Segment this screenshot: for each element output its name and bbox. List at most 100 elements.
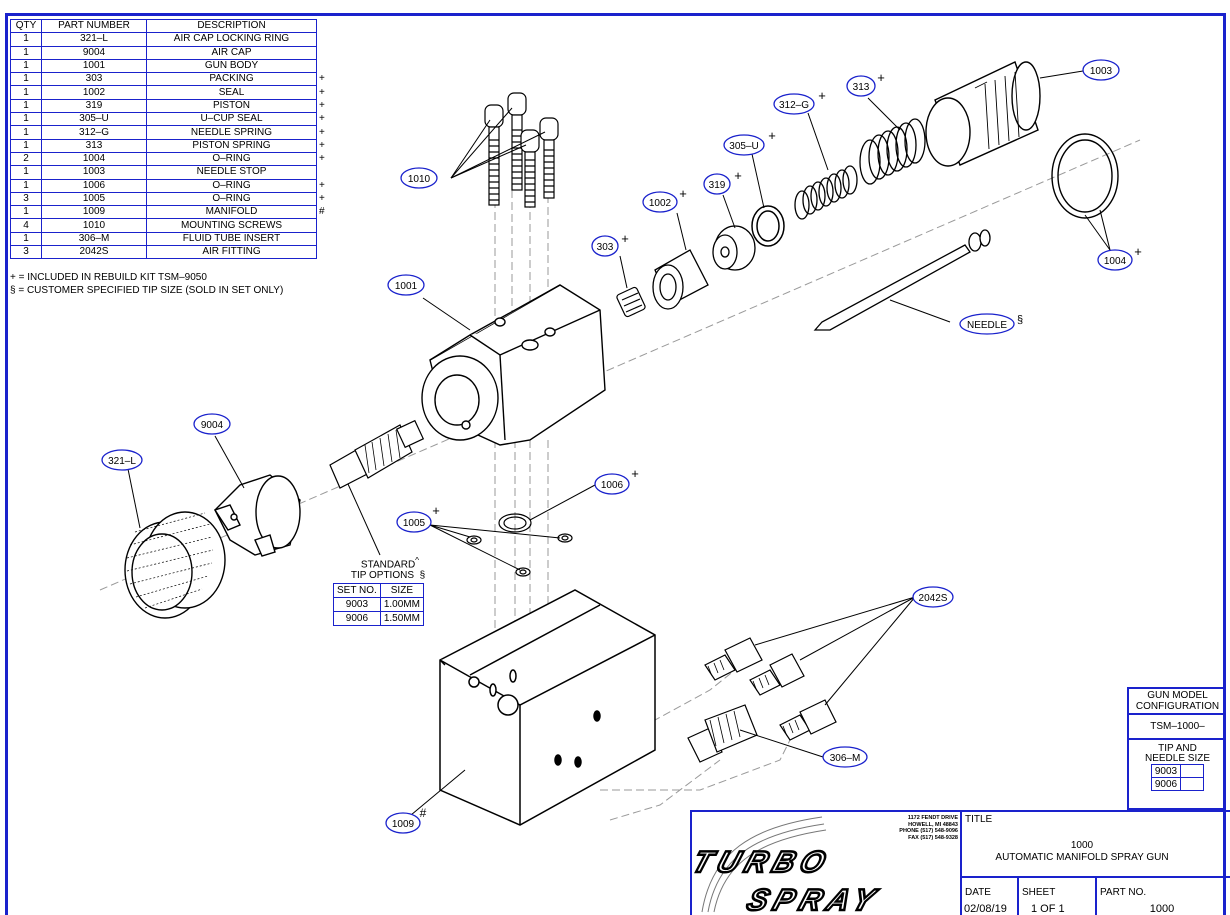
config-tip-checkbox[interactable] — [1180, 777, 1205, 791]
note-rebuild-kit: + = INCLUDED IN REBUILD KIT TSM–9050 — [10, 272, 207, 283]
tip-set: 9003 — [333, 597, 381, 612]
tip-size: 1.50MM — [379, 611, 424, 626]
bom-description: AIR FITTING — [146, 245, 317, 260]
config-tip-heading-1: TIP AND — [1158, 743, 1197, 754]
needle — [813, 229, 991, 331]
needle-stop-1003 — [925, 61, 1041, 167]
bom-kit-mark: + — [319, 126, 325, 138]
address-line: FAX (517) 548-9328 — [908, 834, 958, 841]
screw-4 — [539, 117, 559, 199]
tip-size: 1.00MM — [379, 597, 424, 612]
tip-options-table: SET NO. SIZE 9003 1.00MM 9006 1.50MM — [333, 583, 424, 626]
part-no-value: 1000 — [1149, 903, 1175, 915]
callout-312g-plus: + — [818, 88, 826, 103]
bom-kit-mark: + — [319, 139, 325, 151]
air-fitting-2 — [749, 653, 805, 696]
config-tip-table: 9003 9006 — [1150, 764, 1205, 791]
fluid-tip — [329, 419, 425, 489]
callout-1009-mark: # — [420, 806, 427, 820]
u-cup-305u — [751, 205, 785, 247]
callout-303-label: 303 — [597, 242, 614, 253]
callout-1005-plus: + — [432, 503, 440, 518]
address-line: HOWELL, MI 48843 — [908, 821, 958, 828]
manifold-1009 — [439, 589, 656, 826]
callout-1006-plus: + — [631, 466, 639, 481]
part-no-cell: PART NO. 1000 — [1095, 878, 1230, 915]
sheet-value: 1 OF 1 — [1031, 903, 1065, 915]
config-tip-checkbox[interactable] — [1180, 764, 1205, 778]
packing-303 — [616, 286, 646, 318]
screw-3 — [520, 129, 540, 208]
o-rings-lower — [466, 513, 573, 577]
callout-305u-plus: + — [768, 128, 776, 143]
tip-options-subtitle-text: TIP OPTIONS — [350, 570, 415, 581]
callout-1004-label: 1004 — [1104, 256, 1127, 267]
bom-kit-mark: # — [319, 206, 325, 218]
bom-description: AIR CAP — [146, 45, 317, 60]
locking-ring-321l — [124, 511, 226, 619]
callout-1002: 1002+ — [642, 186, 687, 213]
callout-2042s-label: 2042S — [919, 593, 948, 604]
tip-row: 9006 1.50MM — [333, 611, 424, 626]
callout-1009-label: 1009 — [392, 819, 415, 830]
config-heading-1: GUN MODEL — [1147, 690, 1208, 701]
tip-options-subtitle: TIP OPTIONS § — [333, 570, 443, 581]
callout-321l: 321–L — [101, 449, 143, 471]
tip-options-header: SET NO. SIZE — [333, 583, 424, 598]
title-number: 1000 — [1070, 840, 1094, 851]
callout-needle-label: NEEDLE — [967, 320, 1007, 331]
bom-header-part: PART NUMBER — [41, 18, 147, 34]
screw-1 — [484, 104, 504, 206]
bom-kit-mark: + — [319, 73, 325, 85]
bom-kit-mark: + — [319, 99, 325, 111]
fluid-tube-insert — [687, 704, 758, 763]
title-block: TURBO SPRAY 1172 FENDT DRIVE HOWELL, MI … — [690, 810, 1230, 915]
callout-1005-label: 1005 — [403, 518, 426, 529]
callout-306m-label: 306–M — [830, 753, 861, 764]
callout-1010: 1010 — [400, 167, 438, 189]
bom-kit-mark: + — [319, 86, 325, 98]
air-fitting-1 — [704, 637, 763, 681]
callout-needle-mark: § — [1017, 314, 1023, 326]
o-ring-1004 — [1051, 133, 1119, 219]
callout-1001-label: 1001 — [395, 281, 418, 292]
callout-1003-label: 1003 — [1090, 66, 1113, 77]
callout-1006-label: 1006 — [601, 480, 624, 491]
piston-319 — [712, 225, 756, 271]
bom-header-row: QTY PART NUMBER DESCRIPTION — [10, 18, 330, 34]
config-heading-2: CONFIGURATION — [1135, 701, 1220, 712]
config-tip-option: 9006 — [1150, 777, 1182, 791]
callout-303: 303+ — [591, 231, 629, 257]
bom-kit-mark: + — [319, 193, 325, 204]
callout-313: 313+ — [846, 70, 885, 97]
callout-9004: 9004 — [193, 413, 231, 435]
callout-1001: 1001 — [387, 274, 425, 296]
logo-turbo: TURBO — [692, 845, 836, 879]
callout-312g: 312–G+ — [773, 88, 826, 115]
callout-1004-plus: + — [1134, 244, 1142, 259]
callout-needle: NEEDLE § — [959, 313, 1023, 335]
address-line: 1172 FENDT DRIVE — [907, 815, 958, 821]
seal-1002 — [652, 249, 709, 310]
callout-319: 319+ — [703, 168, 742, 195]
config-heading: GUN MODEL CONFIGURATION — [1129, 689, 1226, 715]
callout-1005: 1005 + — [396, 503, 440, 533]
sheet-cell: SHEET 1 OF 1 — [1017, 878, 1095, 915]
date-value: 02/08/19 — [964, 903, 1007, 915]
callout-305u: 305–U+ — [723, 128, 776, 156]
bom-header-qty: QTY — [10, 18, 42, 34]
address-line: PHONE (517) 548-9096 — [899, 828, 958, 834]
callout-313-label: 313 — [853, 82, 870, 93]
needle-spring-312g — [794, 165, 858, 220]
